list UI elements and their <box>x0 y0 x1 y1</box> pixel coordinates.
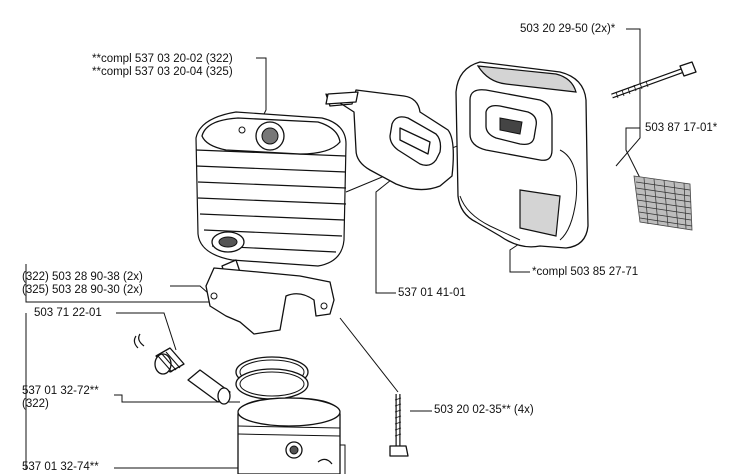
heat-shield <box>325 89 454 191</box>
label-screw-4x: 503 20 02-35** (4x) <box>434 404 534 416</box>
label-piston-b: 537 01 32-74** <box>22 461 99 473</box>
long-screw <box>611 61 697 99</box>
base-screw <box>389 394 409 457</box>
piston-rings <box>235 356 309 400</box>
muffler-screen <box>633 175 693 231</box>
piston-pin <box>187 369 231 405</box>
circlip <box>133 333 145 349</box>
label-bolt-325: (325) 503 28 90-30 (2x) <box>22 284 143 296</box>
label-muffler: *compl 503 85 27-71 <box>532 266 639 278</box>
label-bolt-322: (322) 503 28 90-38 (2x) <box>22 271 143 283</box>
label-screen: 503 87 17-01* <box>645 122 718 134</box>
muffler <box>455 61 589 249</box>
cylinder <box>195 111 347 335</box>
label-gasket: 537 01 41-01 <box>398 287 466 299</box>
label-piston-a: 537 01 32-72** <box>22 385 99 397</box>
needle-bearing <box>154 347 185 375</box>
label-piston-a-note: (322) <box>22 398 49 410</box>
label-cylinder-322: **compl 537 03 20-02 (322) <box>92 53 233 65</box>
label-screw-2x: 503 20 29-50 (2x)* <box>520 23 616 35</box>
label-cylinder-325: **compl 537 03 20-04 (325) <box>92 66 233 78</box>
piston <box>237 397 341 474</box>
label-bearing: 503 71 22-01 <box>34 307 102 319</box>
